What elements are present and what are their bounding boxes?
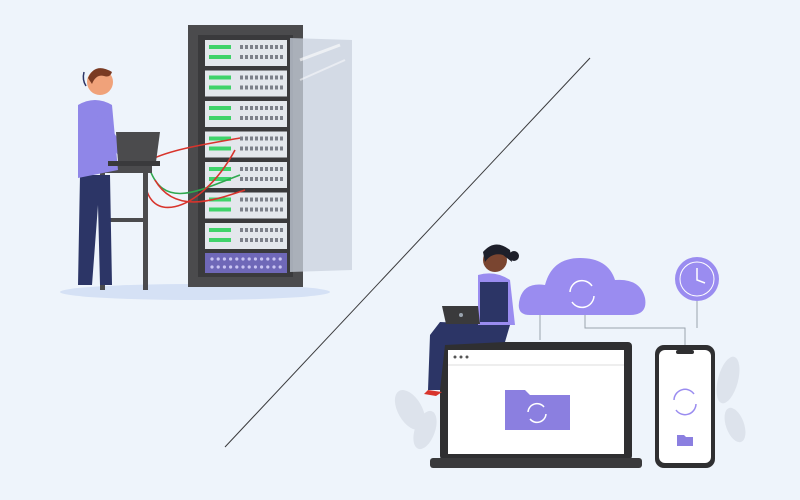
vent-hole <box>229 265 233 269</box>
server-unit <box>205 70 287 97</box>
status-led <box>209 45 231 49</box>
vent-hole <box>253 257 257 261</box>
laptop-screen <box>430 342 642 468</box>
vent-hole <box>266 257 270 261</box>
vent-hole <box>247 265 251 269</box>
status-led <box>209 177 231 181</box>
vent-hole <box>260 265 264 269</box>
vent-hole <box>266 265 270 269</box>
rack-vent-panel <box>205 253 287 273</box>
vent-hole <box>235 257 239 261</box>
vent-hole <box>278 257 282 261</box>
status-led <box>209 146 231 151</box>
vent-hole <box>272 265 276 269</box>
vent-hole <box>241 265 245 269</box>
vent-hole <box>210 265 214 269</box>
vent-hole <box>253 265 257 269</box>
server-unit <box>205 131 287 158</box>
vent-hole <box>235 265 239 269</box>
rack-glass-door <box>290 38 352 272</box>
server-unit <box>205 40 287 66</box>
standing-desk <box>96 166 152 173</box>
status-led <box>209 228 231 232</box>
decorative-plants <box>394 356 746 450</box>
status-led <box>209 55 231 59</box>
vent-hole <box>241 257 245 261</box>
cloud-sync-icon <box>518 258 646 315</box>
vent-hole <box>229 257 233 261</box>
vent-hole <box>278 265 282 269</box>
vent-hole <box>260 257 264 261</box>
vent-hole <box>222 257 226 261</box>
vent-hole <box>216 257 220 261</box>
server-rack-icon <box>188 25 352 287</box>
smartphone-icon <box>655 345 715 468</box>
status-led <box>209 197 231 202</box>
connector-lines <box>539 301 698 345</box>
status-led <box>209 116 231 120</box>
status-led <box>209 106 231 110</box>
floor-shadow <box>60 284 330 300</box>
folder-sync-icon <box>505 390 570 430</box>
status-led <box>209 167 231 171</box>
vent-hole <box>222 265 226 269</box>
vent-hole <box>210 257 214 261</box>
clock-icon <box>675 257 719 301</box>
server-unit <box>205 223 287 249</box>
status-led <box>209 136 231 141</box>
status-led <box>209 238 231 242</box>
woman-with-laptop-figure <box>424 244 519 396</box>
vent-hole <box>272 257 276 261</box>
vent-hole <box>216 265 220 269</box>
technician-figure <box>78 68 160 290</box>
vent-hole <box>247 257 251 261</box>
server-unit <box>205 192 287 219</box>
server-unit <box>205 101 287 127</box>
status-led <box>209 75 231 80</box>
laptop-icon <box>108 132 160 166</box>
diagonal-divider <box>224 57 591 448</box>
status-led <box>209 85 231 90</box>
status-led <box>209 207 231 212</box>
